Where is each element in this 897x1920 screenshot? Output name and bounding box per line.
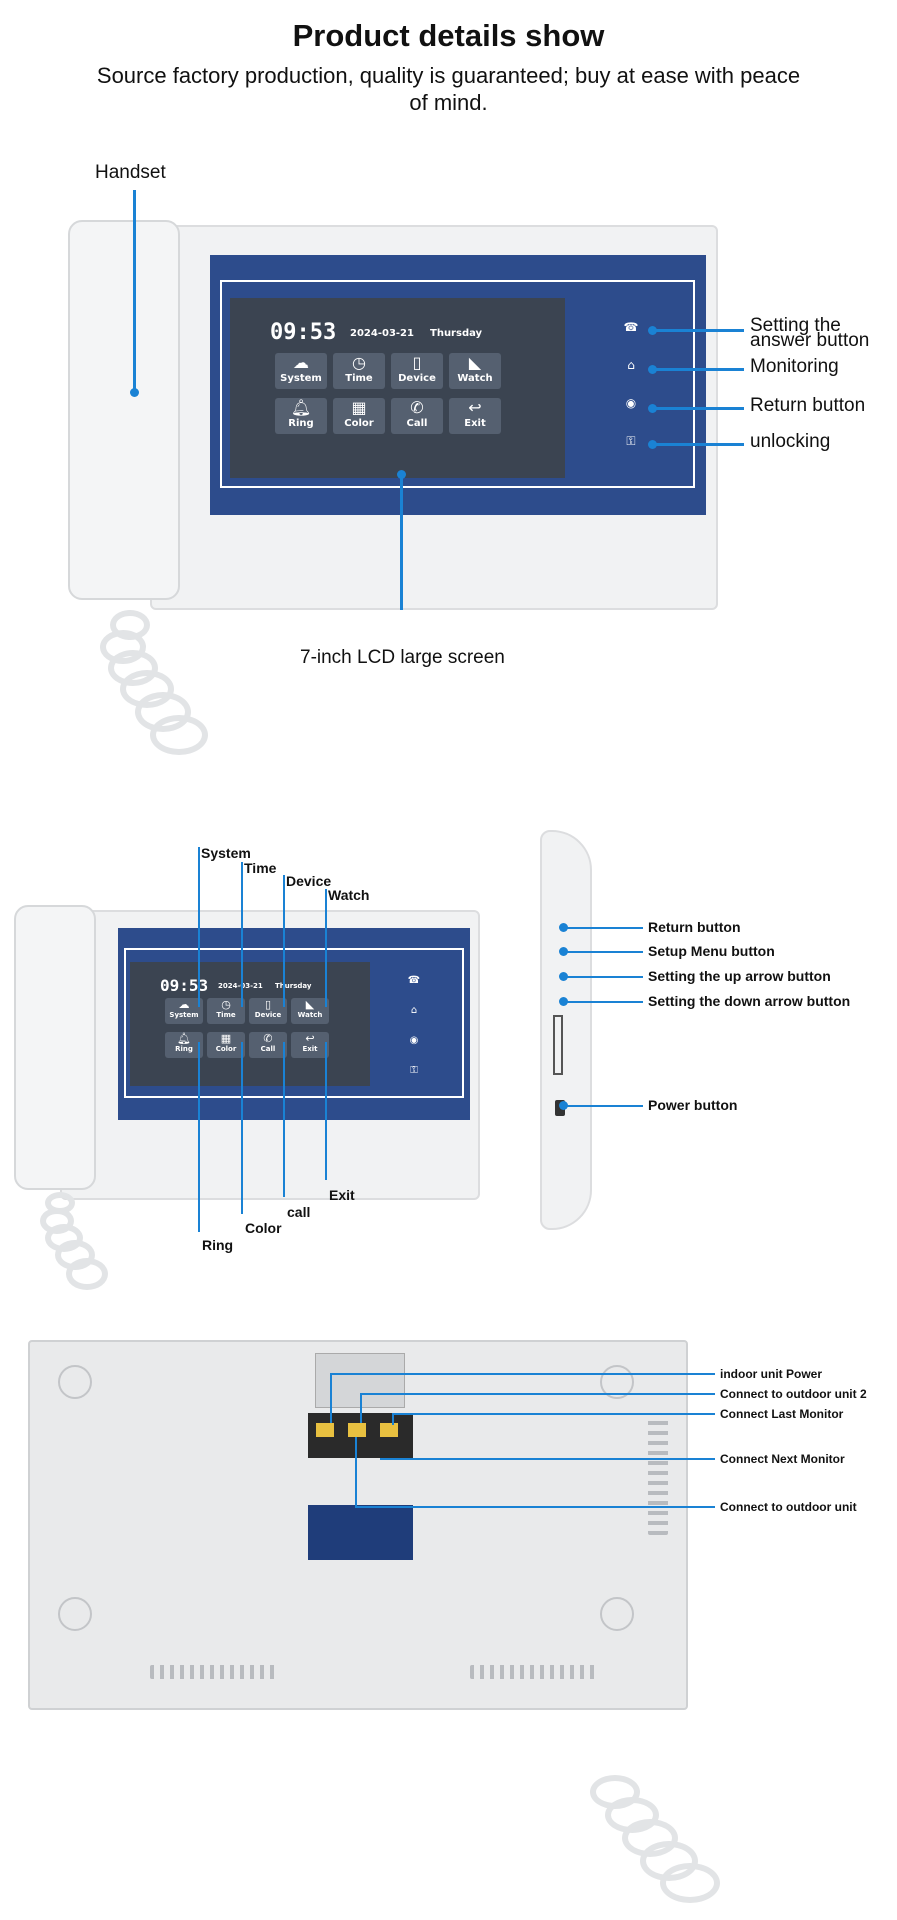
label-next-monitor: Connect Next Monitor — [720, 1452, 845, 1466]
tile-system[interactable]: ☁System — [275, 353, 327, 389]
label-time: Time — [244, 860, 277, 876]
door-icon: ▯ — [412, 353, 422, 372]
return-arrow-icon: ↩ — [468, 398, 482, 417]
clock-icon: ◷ — [352, 353, 366, 372]
back-view-section: indoor unit Power Connect to outdoor uni… — [0, 1335, 897, 1920]
label-lcd: 7-inch LCD large screen — [300, 647, 505, 668]
tile-device[interactable]: ▯Device — [391, 353, 443, 389]
label-outdoor-2: Connect to outdoor unit 2 — [720, 1387, 867, 1401]
menu-view-section: 09:53 2024-03-21 Thursday ☁System ◷Time … — [0, 830, 897, 1320]
label-side-up: Setting the up arrow button — [648, 968, 831, 984]
label-side-down: Setting the down arrow button — [648, 993, 851, 1009]
label-last-monitor: Connect Last Monitor — [720, 1407, 844, 1421]
label-answer-2: answer button — [750, 330, 870, 351]
side-sd-slot — [553, 1015, 563, 1075]
camera-icon: ◣ — [468, 353, 482, 372]
tile-time[interactable]: ◷Time — [333, 353, 385, 389]
page-title: Product details show — [292, 18, 605, 53]
tile-call-small[interactable]: ✆Call — [249, 1032, 287, 1058]
phone-icon: ✆ — [410, 398, 424, 417]
return-button[interactable]: ◉ — [625, 396, 637, 410]
tile-watch-small[interactable]: ◣Watch — [291, 998, 329, 1024]
tile-exit-small[interactable]: ↩Exit — [291, 1032, 329, 1058]
label-side-setup: Setup Menu button — [648, 943, 775, 959]
answer-button-small[interactable]: ☎ — [407, 975, 421, 986]
label-ring: Ring — [202, 1237, 234, 1253]
lcd-screen-small: 09:53 2024-03-21 Thursday ☁System ◷Time … — [130, 962, 370, 1086]
mount-hole — [58, 1365, 92, 1399]
grid-icon: ▦ — [351, 398, 367, 417]
monitoring-button-small[interactable]: ⌂ — [410, 1005, 418, 1016]
screen-date: 2024-03-21 — [350, 328, 414, 339]
unlock-button-small[interactable]: ⚿ — [410, 1065, 418, 1076]
bezel-frame — [220, 280, 695, 488]
tile-device-small[interactable]: ▯Device — [249, 998, 287, 1024]
connector-port[interactable] — [348, 1423, 366, 1437]
label-watch: Watch — [328, 887, 370, 903]
monitoring-button[interactable]: ⌂ — [627, 358, 635, 372]
tile-time-small[interactable]: ◷Time — [207, 998, 245, 1024]
label-exit: Exit — [329, 1187, 355, 1203]
label-call: call — [287, 1204, 311, 1220]
connector-port[interactable] — [380, 1423, 398, 1437]
label-handset: Handset — [95, 162, 166, 183]
lcd-screen: 09:53 2024-03-21 Thursday ☁System ◷Time … — [230, 298, 565, 478]
tile-ring[interactable]: 🔔︎Ring — [275, 398, 327, 434]
label-return: Return button — [750, 395, 866, 416]
page-subtitle: Source factory production, quality is gu… — [96, 63, 801, 115]
screen-time: 09:53 — [270, 320, 337, 345]
tile-exit[interactable]: ↩Exit — [449, 398, 501, 434]
label-system: System — [201, 845, 251, 861]
label-monitoring: Monitoring — [750, 356, 839, 377]
label-outdoor: Connect to outdoor unit — [720, 1500, 857, 1514]
front-view-section: 09:53 2024-03-21 Thursday ☁System ◷Time … — [0, 150, 897, 810]
return-button-small[interactable]: ◉ — [409, 1035, 419, 1046]
mount-hole — [58, 1597, 92, 1631]
handset-small — [14, 905, 96, 1190]
label-unlocking: unlocking — [750, 431, 831, 452]
tile-call[interactable]: ✆Call — [391, 398, 443, 434]
label-side-return: Return button — [648, 919, 741, 935]
bell-icon: 🔔︎ — [290, 398, 312, 417]
label-side-power: Power button — [648, 1097, 738, 1113]
label-device: Device — [286, 873, 332, 889]
tile-color-small[interactable]: ▦Color — [207, 1032, 245, 1058]
label-indoor-power: indoor unit Power — [720, 1367, 822, 1381]
screen-weekday: Thursday — [430, 328, 483, 339]
label-color: Color — [245, 1220, 282, 1236]
mount-hole — [600, 1597, 634, 1631]
connector-port[interactable] — [316, 1423, 334, 1437]
cloud-gear-icon: ☁ — [293, 353, 309, 372]
monitor-side-view — [540, 830, 592, 1230]
unlock-button[interactable]: ⚿ — [626, 434, 636, 448]
label-answer-1: Setting the — [750, 315, 841, 336]
mount-hole — [600, 1365, 634, 1399]
tile-watch[interactable]: ◣Watch — [449, 353, 501, 389]
tile-color[interactable]: ▦Color — [333, 398, 385, 434]
answer-button[interactable]: ☎ — [623, 320, 639, 334]
main-pcb — [308, 1505, 413, 1560]
tile-ring-small[interactable]: 🔔︎Ring — [165, 1032, 203, 1058]
handset — [68, 220, 180, 600]
tile-system-small[interactable]: ☁System — [165, 998, 203, 1024]
